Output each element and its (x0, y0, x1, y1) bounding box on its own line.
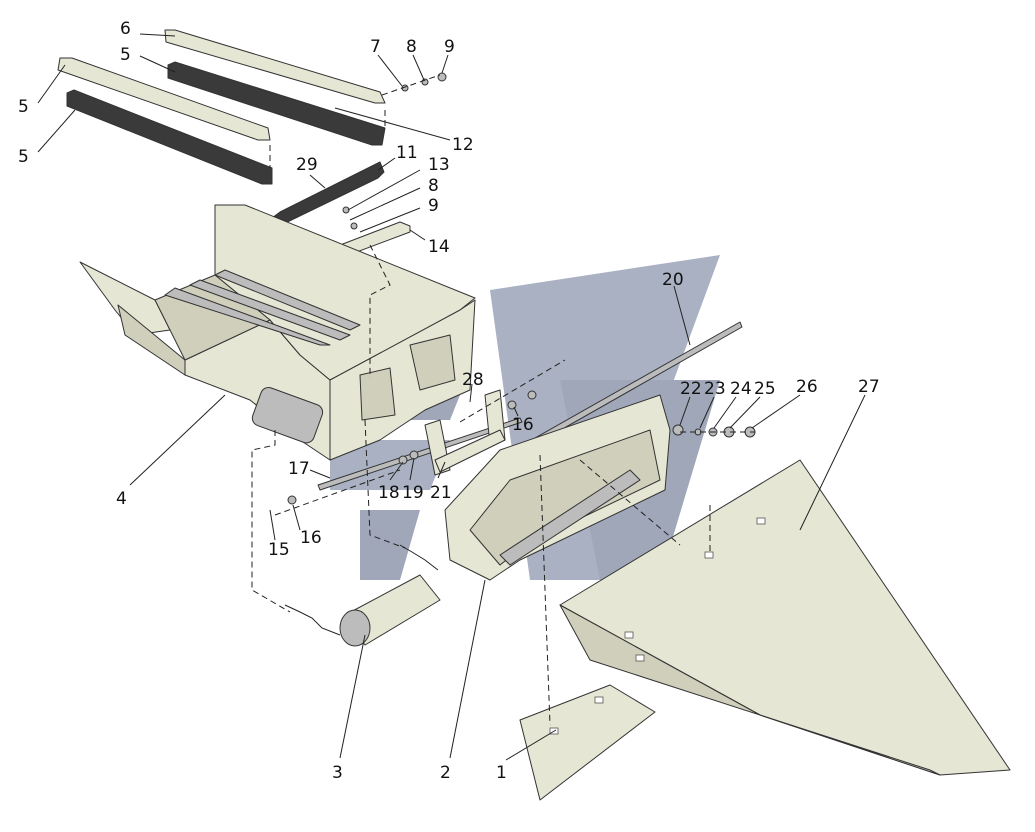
label-24: 24 (730, 379, 752, 399)
label-29: 29 (296, 155, 318, 175)
part-4-hopper (79, 204, 476, 461)
part-7-strip (164, 29, 386, 104)
label-2: 2 (440, 763, 451, 783)
part-6-strip (57, 57, 271, 141)
leader-lines (37, 33, 866, 761)
label-3: 3 (332, 763, 343, 783)
part-5-seal-lower (66, 89, 273, 185)
label-8-top: 7 (370, 37, 381, 57)
label-16-right: 16 (512, 415, 534, 435)
label-9-top: 8 (406, 37, 417, 57)
label-5-upper: 5 (120, 45, 131, 65)
label-8-mid: 8 (428, 176, 439, 196)
label-23: 23 (704, 379, 726, 399)
label-18: 18 (378, 483, 400, 503)
label-11: 11 (396, 143, 418, 163)
part-1-plate (519, 684, 656, 801)
part-21-bracket (424, 389, 506, 476)
label-21: 21 (430, 483, 452, 503)
label-15: 15 (268, 540, 290, 560)
part-3-roller (284, 544, 441, 647)
label-9-mid: 9 (428, 196, 439, 216)
label-14: 14 (428, 237, 450, 257)
label-6: 5 (18, 97, 29, 117)
part-2-frame (444, 394, 671, 581)
label-19: 19 (402, 483, 424, 503)
label-12: 12 (452, 135, 474, 155)
label-5-lower-visible: 5 (18, 147, 29, 167)
part-29-strip (271, 161, 385, 229)
assembly-lines (251, 74, 755, 726)
part-5-seal-upper (167, 61, 386, 146)
part-17-rod (317, 417, 523, 491)
callout-labels: 6 5 5 5 5 7 8 9 12 11 29 13 8 9 14 4 17 … (18, 19, 880, 783)
label-28: 28 (462, 370, 484, 390)
label-25: 25 (754, 379, 776, 399)
label-4: 4 (116, 489, 127, 509)
label-26: 26 (796, 377, 818, 397)
label-1: 1 (496, 763, 507, 783)
label-16-left: 16 (300, 528, 322, 548)
label-13: 13 (428, 155, 450, 175)
label-7: 6 (120, 19, 131, 39)
label-27: 27 (858, 377, 880, 397)
label-17: 17 (288, 459, 310, 479)
label-10: 9 (444, 37, 455, 57)
fasteners (287, 72, 756, 505)
label-22: 22 (680, 379, 702, 399)
label-20: 20 (662, 270, 684, 290)
